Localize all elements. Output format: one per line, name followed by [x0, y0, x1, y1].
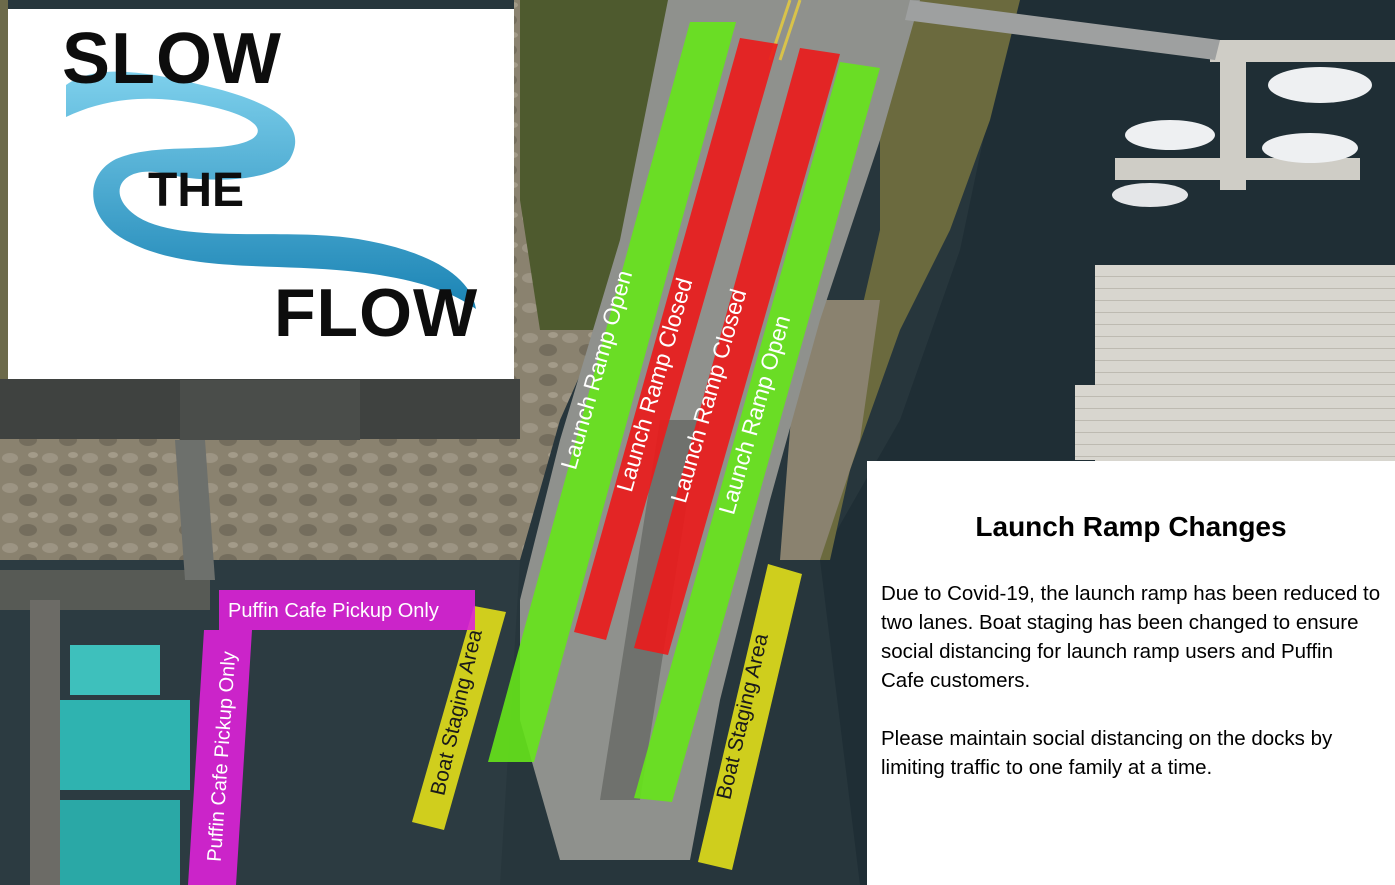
info-paragraph-2: Please maintain social distancing on the…: [881, 727, 1333, 779]
staging-bands: [412, 564, 802, 870]
staging-band: [412, 606, 506, 830]
staging-band: [698, 564, 802, 870]
info-paragraph-1: Due to Covid-19, the launch ramp has bee…: [881, 582, 1381, 692]
shoreline-land: [0, 0, 1020, 560]
river-graphic: [66, 71, 476, 309]
lane-band-closed: [574, 38, 778, 640]
logo-word-slow: SLOW: [62, 19, 282, 99]
info-title: Launch Ramp Changes: [975, 511, 1287, 542]
logo-word-flow: FLOW: [274, 275, 479, 351]
logo-word-the: THE: [148, 164, 244, 217]
lane-band-open: [634, 62, 880, 802]
pickup-band-horizontal: [219, 590, 475, 630]
launch-ramp-info-panel: Launch Ramp Changes Due to Covid-19, the…: [867, 461, 1395, 885]
marina-docks: [905, 0, 1395, 465]
pickup-band-vertical: [188, 630, 252, 885]
lane-band-open: [488, 22, 736, 762]
pickup-label-horizontal: Puffin Cafe Pickup Only: [228, 600, 439, 622]
cafe-buildings: [0, 440, 215, 885]
lane-band-closed: [634, 48, 840, 655]
lane-bands: [488, 22, 880, 802]
pickup-bands: [188, 590, 475, 885]
slow-the-flow-logo: SLOW THE FLOW: [8, 9, 514, 379]
